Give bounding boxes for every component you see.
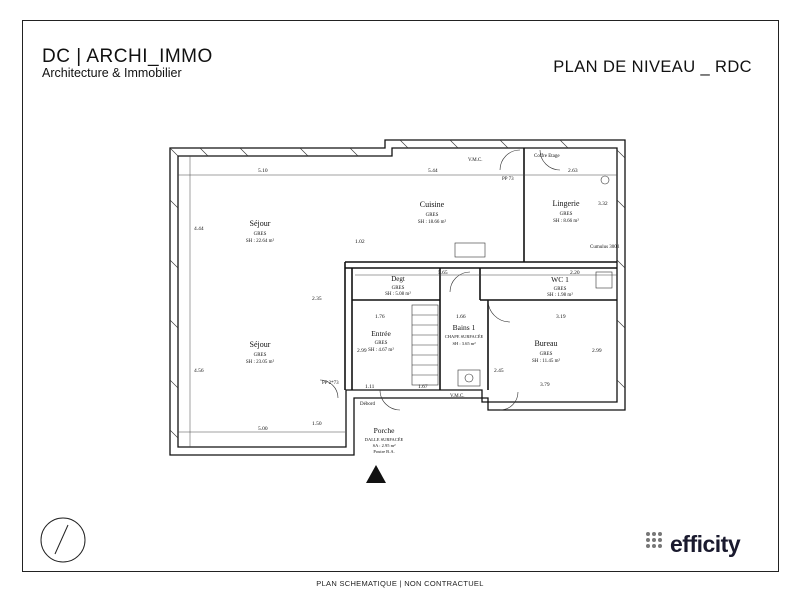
- dim-176: 1.76: [375, 314, 385, 320]
- room-lingerie-area: SH : 8.66 m²: [553, 218, 579, 224]
- efficity-logo-text: efficity: [670, 531, 741, 557]
- dim-245: 2.45: [494, 368, 504, 374]
- dim-456: 4.56: [194, 368, 204, 374]
- footer-note: PLAN SCHEMATIQUE | NON CONTRACTUEL: [316, 579, 484, 588]
- room-lingerie-floor: GRES: [560, 212, 573, 217]
- room-bains-name: Bains 1: [453, 323, 476, 332]
- dim-166: 1.66: [456, 314, 466, 320]
- dim-379: 3.79: [540, 382, 550, 388]
- room-sejour1-area: SH : 22.64 m²: [246, 238, 275, 244]
- room-labels: Séjour GRES SH : 22.64 m² Séjour GRES SH…: [246, 199, 580, 454]
- dim-444: 4.44: [194, 226, 204, 232]
- dim-299b: 2.99: [592, 348, 602, 354]
- room-cuisine-name: Cuisine: [420, 200, 445, 209]
- dim-565: 5.65: [438, 270, 448, 276]
- room-cuisine-floor: GRES: [426, 213, 439, 218]
- room-degt-name: Degt: [391, 275, 405, 283]
- room-bureau-name: Bureau: [534, 339, 557, 348]
- room-degt-area: SH : 5.08 m²: [385, 291, 411, 297]
- dim-235: 2.35: [312, 296, 322, 302]
- efficity-logo-icon: [646, 532, 662, 548]
- page-frame: [22, 20, 779, 572]
- room-lingerie-name: Lingerie: [552, 199, 580, 208]
- room-wc-area: SH : 1.98 m²: [547, 292, 573, 298]
- dim-111: 1.11: [365, 384, 375, 390]
- dim-510: 5.10: [258, 168, 268, 174]
- dim-102: 1.02: [355, 239, 365, 245]
- pp73-label: PP 73: [502, 177, 514, 182]
- room-sejour2-area: SH : 23.05 m²: [246, 359, 275, 365]
- dim-544: 5.44: [428, 168, 438, 174]
- dimension-lines: [178, 156, 617, 447]
- room-sejour1-name: Séjour: [250, 219, 271, 228]
- room-porche-area: SA : 2.95 m²: [373, 443, 397, 448]
- room-entree-area: SH : 4.67 m²: [368, 347, 394, 353]
- dim-167: 1.67: [418, 384, 428, 390]
- room-porche-name: Porche: [374, 426, 395, 435]
- room-degt-floor: GRES: [392, 286, 405, 291]
- dim-332: 3.32: [598, 201, 608, 207]
- entrance-arrow-icon: [366, 465, 386, 483]
- annotation-labels: V.M.C. PP 73 PP 2*73 Coffre Etage Cumulu…: [322, 154, 620, 407]
- pp273-label: PP 2*73: [322, 381, 339, 386]
- wall-hatch: [169, 139, 626, 439]
- room-entree-floor: GRES: [375, 341, 388, 346]
- room-bureau-floor: GRES: [540, 352, 553, 357]
- room-cuisine-area: SH : 18.66 m²: [418, 219, 447, 225]
- interior-walls: [344, 148, 617, 390]
- room-sejour2-name: Séjour: [250, 340, 271, 349]
- room-entree-name: Entrée: [371, 329, 391, 338]
- brand-subtitle: Architecture & Immobilier: [42, 66, 182, 80]
- coffre-label: Coffre Etage: [534, 154, 560, 159]
- room-porche-extra: Poutre B.A.: [373, 449, 394, 454]
- dim-299a: 2.99: [357, 348, 367, 354]
- room-bains-area: SH : 3.65 m²: [452, 341, 476, 346]
- room-bureau-area: SH : 11.45 m²: [532, 358, 560, 364]
- staircase: [411, 304, 439, 386]
- room-sejour2-floor: GRES: [254, 353, 267, 358]
- room-sejour1-floor: GRES: [254, 232, 267, 237]
- plan-title: PLAN DE NIVEAU _ RDC: [553, 58, 752, 76]
- debord-label: Débord: [360, 402, 375, 407]
- dim-220: 2.20: [570, 270, 580, 276]
- cumulus-label: Cumulus 300 l: [590, 245, 620, 250]
- vmc-label: V.M.C.: [468, 158, 483, 163]
- dim-319: 3.19: [556, 314, 566, 320]
- dimension-labels: 5.10 5.44 2.63 4.44 4.56 5.00 5.65 2.20 …: [194, 168, 608, 432]
- room-wc-floor: GRES: [554, 287, 567, 292]
- fixtures: [454, 175, 613, 387]
- dim-500: 5.00: [258, 426, 268, 432]
- brand-name: DC | ARCHI_IMMO: [42, 46, 213, 67]
- vmc-label-2: V.M.C.: [450, 394, 465, 399]
- room-porche-floor: DALLE SURFACÉE: [365, 437, 404, 442]
- room-bains-floor: CHAPE SURFACÉE: [445, 334, 484, 339]
- compass-icon: [40, 517, 86, 563]
- dim-263: 2.63: [568, 168, 578, 174]
- room-wc-name: WC 1: [551, 275, 569, 284]
- exterior-walls: [169, 139, 626, 456]
- door-swings: [319, 149, 561, 411]
- dim-150: 1.50: [312, 421, 322, 427]
